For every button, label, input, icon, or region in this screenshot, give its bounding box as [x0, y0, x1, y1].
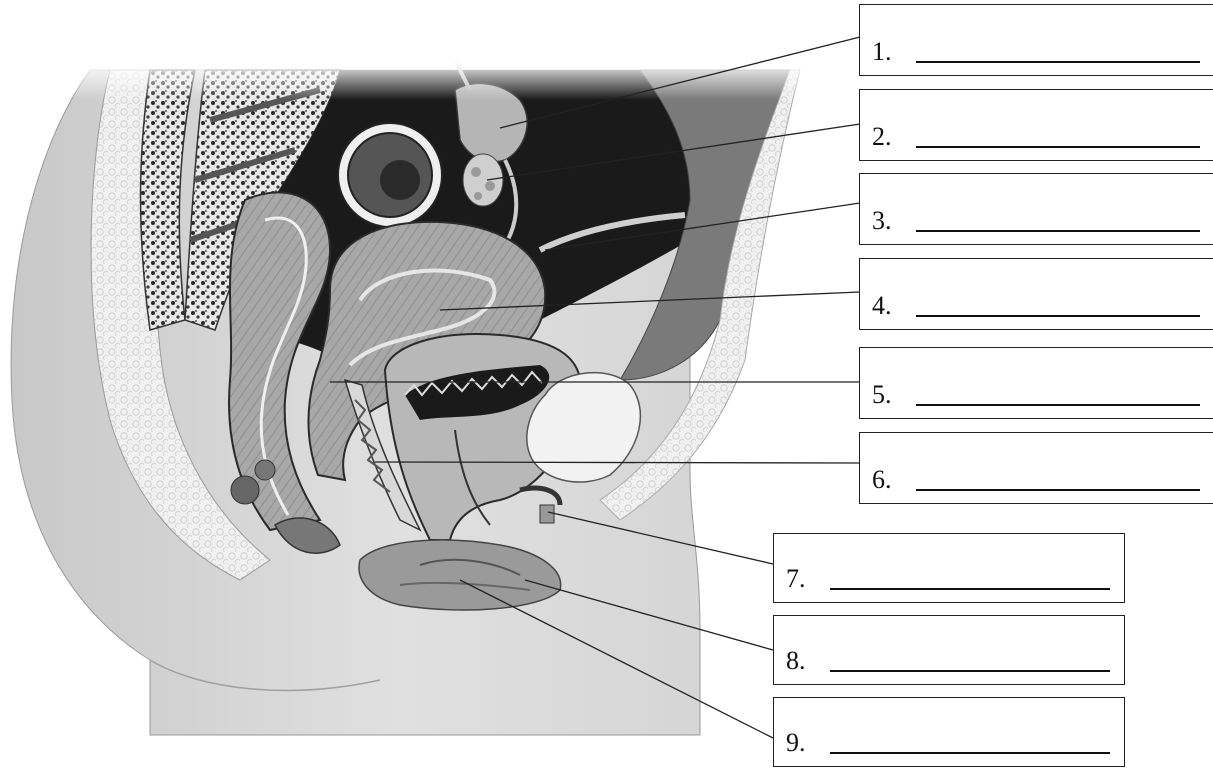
answer-blank-1[interactable] — [916, 61, 1200, 63]
answer-blank-4[interactable] — [916, 315, 1200, 317]
label-box-6: 6. — [859, 432, 1213, 504]
label-number-6: 6. — [872, 465, 892, 495]
label-box-1: 1. — [859, 4, 1213, 76]
label-number-3: 3. — [872, 206, 892, 236]
label-box-7: 7. — [773, 533, 1125, 603]
label-box-8: 8. — [773, 615, 1125, 685]
sigmoid-colon — [338, 123, 442, 227]
label-number-8: 8. — [786, 646, 806, 676]
answer-blank-6[interactable] — [916, 489, 1200, 491]
top-fade — [0, 60, 820, 100]
answer-blank-7[interactable] — [830, 588, 1110, 590]
answer-blank-3[interactable] — [916, 230, 1200, 232]
label-number-4: 4. — [872, 291, 892, 321]
answer-blank-8[interactable] — [830, 670, 1110, 672]
label-box-5: 5. — [859, 347, 1213, 419]
label-number-2: 2. — [872, 122, 892, 152]
label-box-4: 4. — [859, 258, 1213, 330]
label-number-5: 5. — [872, 380, 892, 410]
answer-blank-5[interactable] — [916, 404, 1200, 406]
label-box-3: 3. — [859, 173, 1213, 245]
label-number-9: 9. — [786, 728, 806, 758]
top-clear — [0, 0, 860, 62]
clitoral-hood — [540, 505, 554, 523]
label-box-2: 2. — [859, 89, 1213, 161]
label-box-9: 9. — [773, 697, 1125, 767]
label-number-1: 1. — [872, 37, 892, 67]
label-number-7: 7. — [786, 564, 806, 594]
answer-blank-9[interactable] — [830, 752, 1110, 754]
answer-blank-2[interactable] — [916, 146, 1200, 148]
